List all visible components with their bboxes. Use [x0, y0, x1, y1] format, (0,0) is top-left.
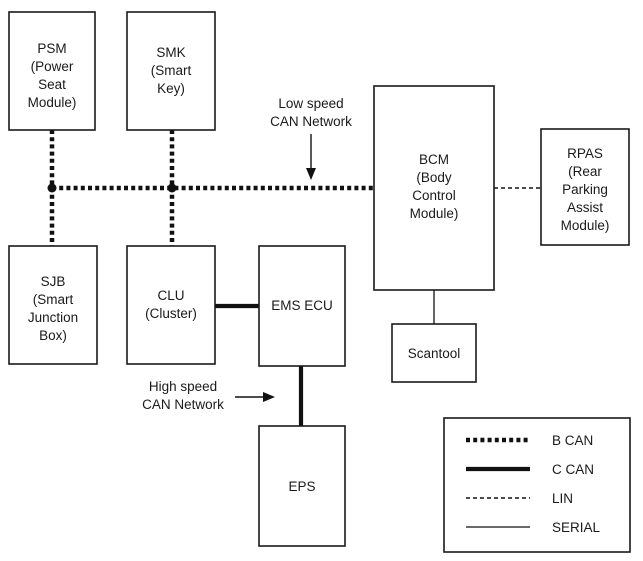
module-rpas-line-4: Assist: [567, 200, 603, 215]
module-sjb-line-4: Box): [39, 328, 67, 343]
low-speed-label-line-2: CAN Network: [270, 114, 352, 129]
legend-ccan-label: C CAN: [552, 462, 594, 477]
module-eps-line-1: EPS: [288, 479, 315, 494]
module-sjb: SJB (Smart Junction Box): [8, 245, 98, 365]
high-speed-label-line-1: High speed: [149, 379, 217, 394]
arrow-down-icon: [306, 168, 316, 180]
module-ems-ecu: EMS ECU: [258, 245, 346, 367]
module-bcm-line-3: Control: [412, 188, 456, 203]
module-psm-line-1: PSM: [37, 41, 66, 56]
module-scantool: Scantool: [391, 323, 477, 383]
legend-bcan-label: B CAN: [552, 433, 593, 448]
module-rpas-line-2: (Rear: [568, 164, 602, 179]
module-bcm-line-1: BCM: [419, 152, 449, 167]
module-bcm-line-2: (Body: [416, 170, 452, 185]
module-psm-line-4: Module): [28, 95, 77, 110]
module-bcm-line-4: Module): [410, 206, 459, 221]
high-speed-annotation: High speed CAN Network: [142, 379, 275, 412]
arrow-right-icon: [263, 392, 275, 402]
low-speed-annotation: Low speed CAN Network: [270, 96, 352, 180]
bcan-junction-dot: [47, 183, 57, 193]
legend-lin-label: LIN: [552, 491, 573, 506]
module-psm-line-2: (Power: [31, 59, 74, 74]
module-scantool-line-1: Scantool: [408, 346, 461, 361]
module-sjb-line-1: SJB: [41, 274, 66, 289]
module-rpas-line-1: RPAS: [567, 146, 603, 161]
module-clu: CLU (Cluster): [126, 245, 216, 365]
module-psm-line-3: Seat: [38, 77, 66, 92]
bcan-junction-dot: [167, 183, 177, 193]
module-ems-line-1: EMS ECU: [271, 298, 333, 313]
low-speed-label-line-1: Low speed: [278, 96, 343, 111]
legend-serial-label: SERIAL: [552, 520, 601, 535]
module-sjb-line-2: (Smart: [33, 292, 74, 307]
module-smk-line-3: Key): [157, 81, 185, 96]
module-smk: SMK (Smart Key): [126, 11, 216, 131]
module-clu-line-1: CLU: [157, 288, 184, 303]
module-rpas-line-3: Parking: [562, 182, 608, 197]
module-rpas-line-5: Module): [561, 218, 610, 233]
module-eps: EPS: [258, 425, 346, 547]
high-speed-label-line-2: CAN Network: [142, 397, 224, 412]
module-bcm: BCM (Body Control Module): [373, 85, 495, 291]
module-sjb-line-3: Junction: [28, 310, 78, 325]
module-rpas: RPAS (Rear Parking Assist Module): [540, 128, 630, 246]
module-clu-line-2: (Cluster): [145, 306, 197, 321]
module-psm: PSM (Power Seat Module): [8, 11, 96, 131]
module-smk-line-1: SMK: [156, 45, 185, 60]
legend: B CAN C CAN LIN SERIAL: [443, 417, 631, 553]
module-smk-line-2: (Smart: [151, 63, 192, 78]
